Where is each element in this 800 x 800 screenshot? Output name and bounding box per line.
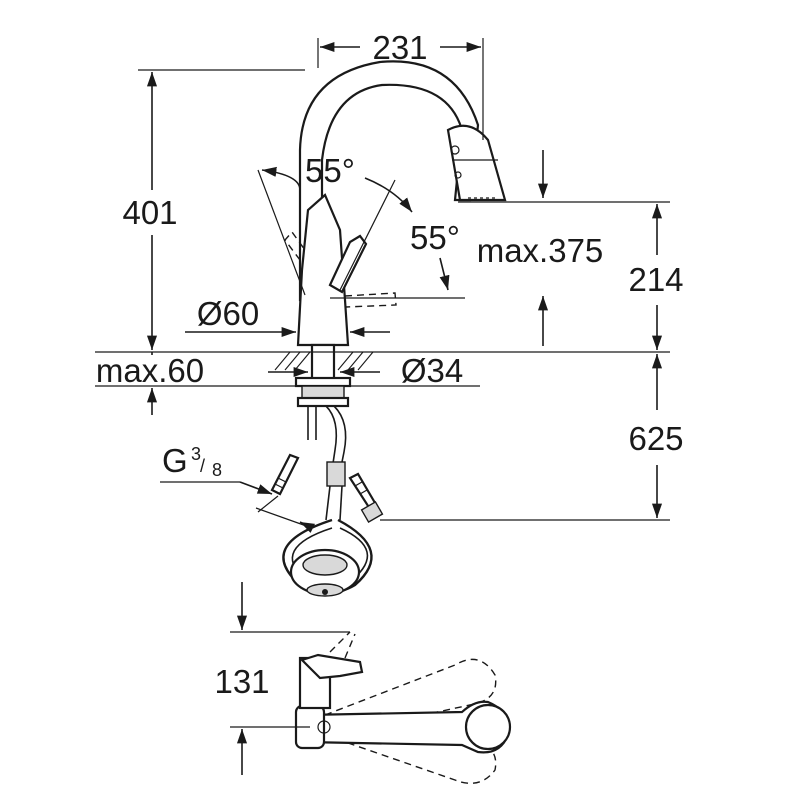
faucet-top-view [294,631,512,784]
dia60-label: Ø60 [197,295,259,332]
faucet-lever [328,234,368,294]
faucet-body [296,193,350,347]
g-denominator: 8 [212,460,222,480]
dim-401: 401 [122,69,305,350]
svg-text:/: / [200,456,205,476]
dim-231: 231 [317,29,484,140]
faucet-side-view [257,60,507,597]
angle-right-label: 55° [410,219,460,256]
top-handle [299,653,364,680]
dim-231-label: 231 [372,29,427,66]
angle-left-label: 55° [305,152,355,189]
dim-max375: max.375 [477,150,604,346]
dim-131: 131 [214,582,350,775]
dim-max60: max.60 [96,352,204,415]
dim-214: 214 [458,201,684,350]
dim-55-left: 55° [305,152,355,189]
dim-401-label: 401 [122,194,177,231]
dim-625: 625 [380,354,684,521]
supply-hoses [282,405,373,597]
dim-g38: G 3 / 8 [160,442,316,533]
deck-section [272,343,374,408]
dim-131-label: 131 [214,663,269,700]
max375-label: max.375 [477,232,604,269]
angle-lines [257,166,465,299]
g-numerator: 3 [191,444,201,464]
g-label: G [162,442,188,479]
dia34-label: Ø34 [401,352,463,389]
dim-ø60: Ø60 [185,295,390,338]
dim-ø34: Ø34 [268,352,463,389]
max60-label: max.60 [96,352,204,389]
spray-head [446,124,507,202]
connection-fittings [270,453,384,524]
dim-214-label: 214 [628,261,683,298]
dim-625-label: 625 [628,420,683,457]
dim-55-right: 55° [410,219,460,256]
lever-range-dashed [284,230,397,308]
